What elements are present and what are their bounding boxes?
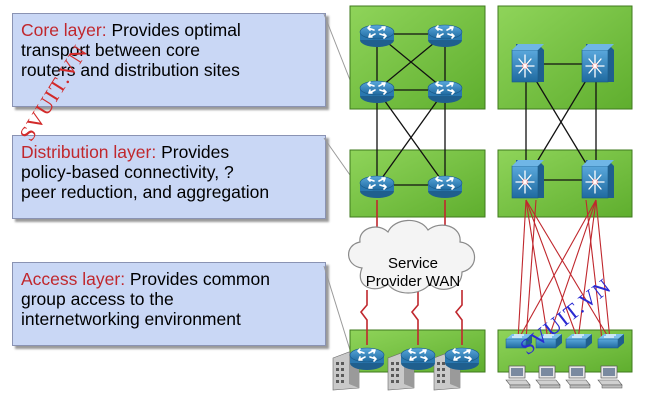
access-layer-box: Access layer: Provides common group acce… bbox=[12, 262, 326, 346]
distribution-layer-text: Distribution layer: Provides policy-base… bbox=[21, 142, 319, 202]
distribution-multilayer-switch-icon bbox=[581, 159, 615, 199]
core-router-icon bbox=[359, 24, 395, 48]
core-multilayer-switch-icon bbox=[511, 43, 545, 83]
distribution-layer-box: Distribution layer: Provides policy-base… bbox=[12, 135, 326, 219]
core-multilayer-switch-icon bbox=[581, 43, 615, 83]
core-router-icon bbox=[427, 24, 463, 48]
access-router-icon bbox=[444, 347, 480, 371]
access-layer-desc-1: Provides common bbox=[125, 269, 270, 289]
access-router-icon bbox=[349, 347, 385, 371]
core-layer-box: Core layer: Provides optimal transport b… bbox=[12, 13, 326, 107]
access-switch-icon bbox=[597, 333, 625, 349]
core-layer-desc-2: transport between core bbox=[21, 40, 200, 60]
core-layer-desc-1: Provides optimal bbox=[106, 20, 241, 40]
access-router-icon bbox=[400, 347, 436, 371]
cloud-label-1: Service bbox=[388, 255, 438, 272]
core-layer-text: Core layer: Provides optimal transport b… bbox=[21, 20, 319, 80]
distribution-layer-label: Distribution layer: bbox=[21, 142, 157, 162]
access-switch-icon bbox=[535, 333, 563, 349]
distribution-router-icon bbox=[359, 175, 395, 199]
core-router-icon bbox=[427, 80, 463, 104]
access-switch-icon bbox=[505, 333, 533, 349]
core-layer-label: Core layer: bbox=[21, 20, 107, 40]
access-layer-text: Access layer: Provides common group acce… bbox=[21, 269, 319, 329]
access-layer-label: Access layer: bbox=[21, 269, 126, 289]
access-layer-desc-3: internetworking environment bbox=[21, 309, 241, 329]
distribution-layer-desc-1: Provides bbox=[156, 142, 230, 162]
core-router-icon bbox=[359, 80, 395, 104]
cloud-label-2: Provider WAN bbox=[366, 273, 460, 290]
cloud-icon bbox=[348, 219, 476, 294]
access-switch-icon bbox=[565, 333, 593, 349]
distribution-multilayer-switch-icon bbox=[511, 159, 545, 199]
distribution-layer-desc-3: peer reduction, and aggregation bbox=[21, 182, 270, 202]
access-layer-desc-2: group access to the bbox=[21, 289, 174, 309]
distribution-router-icon bbox=[427, 175, 463, 199]
core-layer-desc-3: routers and distribution sites bbox=[21, 60, 240, 80]
distribution-layer-desc-2: policy-based connectivity, ? bbox=[21, 162, 234, 182]
